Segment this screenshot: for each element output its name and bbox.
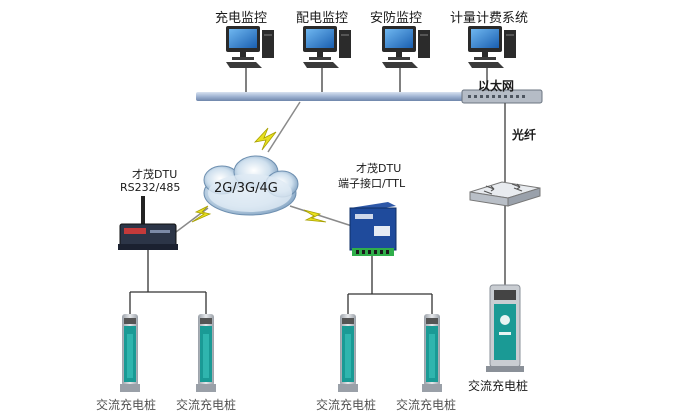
computer-icon-3 — [382, 26, 430, 68]
computer-links — [245, 68, 488, 92]
label-fiber: 光纤 — [512, 128, 537, 142]
label-ac-pile-1: 交流充电桩 — [96, 398, 157, 412]
label-ac-pile-2: 交流充电桩 — [176, 398, 237, 412]
lightning-icon-left — [191, 205, 212, 223]
label-dc-pile: 交流充电桩 — [468, 379, 529, 393]
dtu-right-device-icon — [349, 202, 397, 256]
label-security-monitor: 安防监控 — [370, 11, 423, 26]
label-charging-monitor: 充电监控 — [215, 11, 268, 26]
cloud-to-dtu-left-link — [175, 207, 209, 233]
ac-charging-pile-icon-2 — [196, 314, 216, 392]
lightning-icon-right — [303, 209, 327, 223]
label-dtu-left-title: 才茂DTU — [132, 168, 178, 181]
ethernet-switch — [461, 89, 543, 104]
cloud-icon — [203, 155, 299, 216]
label-ethernet: 以太网 — [478, 79, 515, 93]
dtu-left-device-icon — [118, 196, 178, 250]
label-dtu-left-subtitle: RS232/485 — [120, 181, 181, 194]
label-dtu-right-subtitle: 端子接口/TTL — [338, 177, 406, 190]
label-wireless: 2G/3G/4G — [214, 181, 278, 196]
label-dtu-right-title: 才茂DTU — [356, 162, 402, 175]
label-ac-pile-4: 交流充电桩 — [396, 398, 457, 412]
label-ac-pile-3: 交流充电桩 — [316, 398, 377, 412]
computer-icon-1 — [226, 26, 274, 68]
lightning-icon-top — [253, 127, 277, 151]
label-distribution-monitor: 配电监控 — [296, 11, 349, 26]
label-billing-system: 计量计费系统 — [450, 11, 529, 26]
computer-icon-4 — [468, 26, 516, 68]
cloud-to-dtu-right-link — [289, 205, 353, 227]
ac-charging-pile-icon-1 — [120, 314, 140, 392]
ac-charging-pile-icon-3 — [338, 314, 358, 392]
ethernet-backbone — [196, 92, 541, 101]
backbone-to-cloud-link — [267, 101, 301, 153]
computer-icon-2 — [303, 26, 351, 68]
ac-charging-pile-icon-4 — [422, 314, 442, 392]
fiber-switch-icon — [469, 181, 541, 207]
dc-charging-pile-icon — [486, 284, 524, 372]
